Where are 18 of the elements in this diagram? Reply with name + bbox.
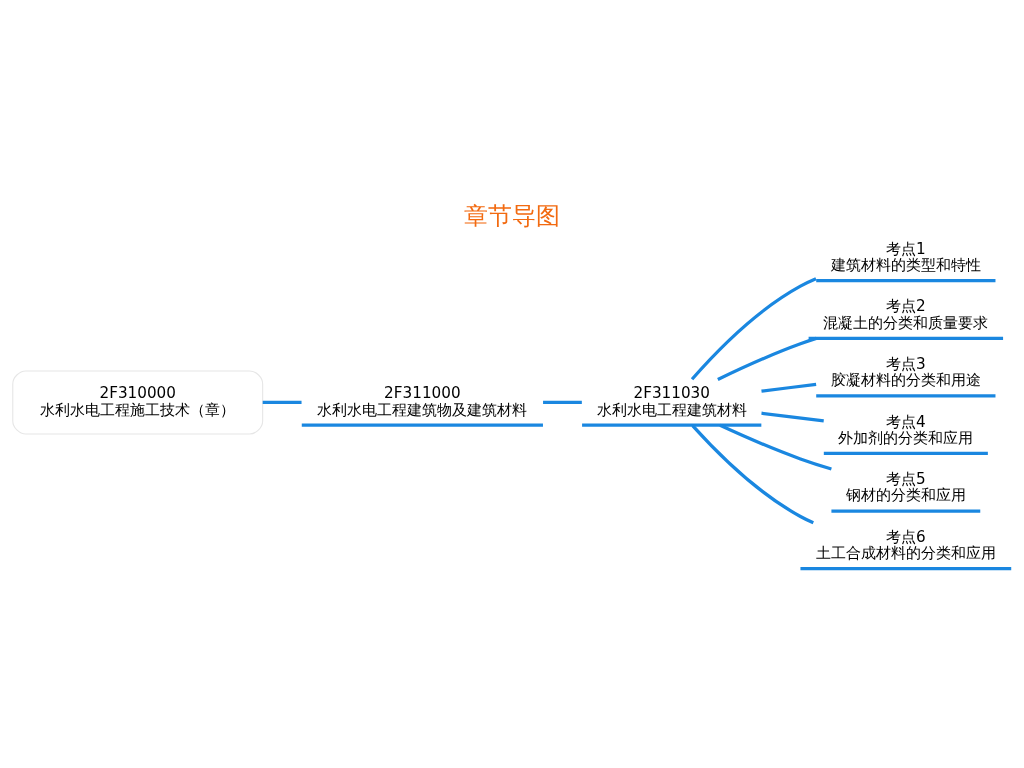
node-text: 考点6 土工合成材料的分类和应用 bbox=[815, 527, 996, 562]
node-text: 考点5 钢材的分类和应用 bbox=[845, 469, 966, 504]
node-text: 考点2 混凝土的分类和质量要求 bbox=[823, 296, 989, 332]
diagram-title: 章节导图 bbox=[464, 201, 560, 230]
connector bbox=[691, 423, 814, 524]
connector bbox=[262, 400, 302, 404]
connector bbox=[719, 423, 832, 471]
node-text: 2F311030 水利水电工程建筑材料 bbox=[596, 383, 747, 419]
node-text: 考点1 建筑材料的类型和特性 bbox=[830, 239, 981, 274]
node-text: 2F311000 水利水电工程建筑物及建筑材料 bbox=[317, 383, 528, 419]
node-text: 考点3 胶凝材料的分类和用途 bbox=[830, 354, 981, 389]
connector bbox=[543, 400, 582, 404]
connector bbox=[761, 382, 817, 393]
node-box: 2F310000 水利水电工程施工技术（章） bbox=[12, 369, 264, 434]
connector bbox=[690, 276, 817, 380]
connector bbox=[717, 336, 817, 381]
node-text: 考点4 外加剂的分类和应用 bbox=[838, 412, 974, 447]
connector bbox=[761, 411, 824, 422]
